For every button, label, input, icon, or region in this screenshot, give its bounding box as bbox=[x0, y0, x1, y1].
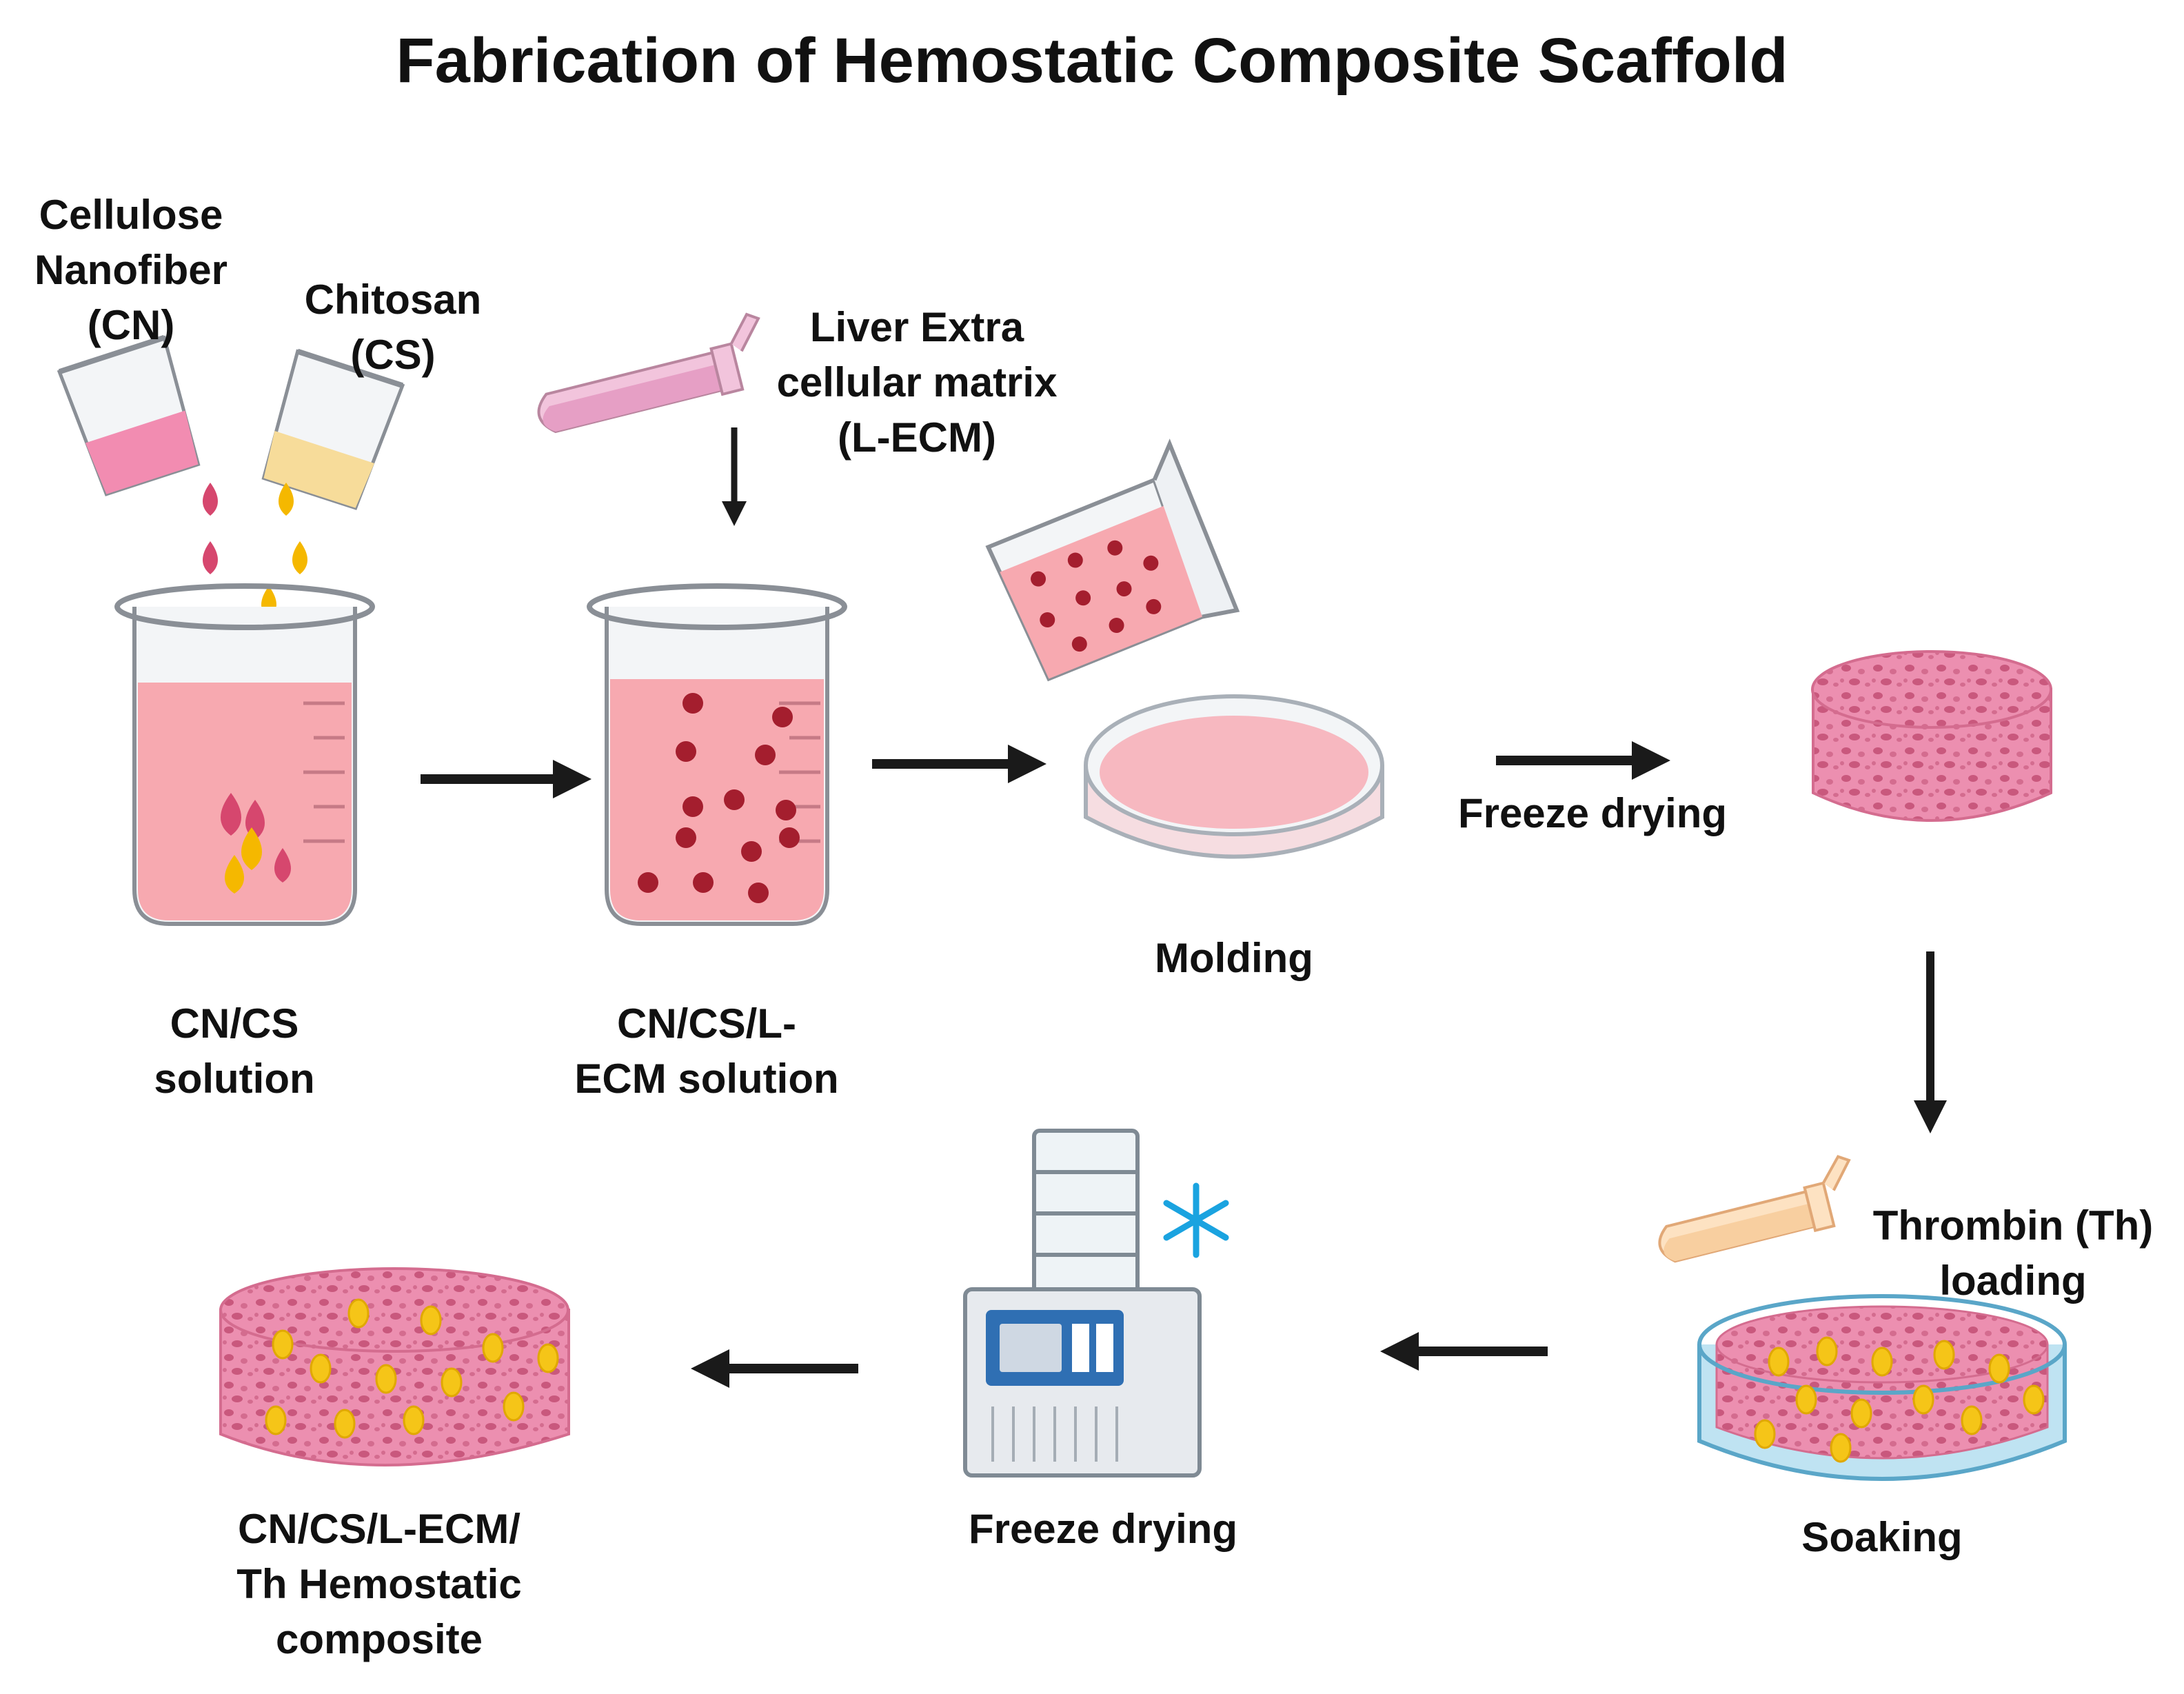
soaking-dish bbox=[1697, 1294, 2067, 1481]
label-freeze-drying-1: Freeze drying bbox=[1457, 790, 1728, 836]
label-cellulose-nanofiber: Cellulose Nanofiber (CN) bbox=[34, 192, 228, 348]
label-freeze-drying-2: Freeze drying bbox=[968, 1506, 1238, 1552]
lecm-tube bbox=[537, 312, 760, 434]
cn-pouring-beaker bbox=[57, 334, 201, 496]
diagram-title: Fabrication of Hemostatic Composite Scaf… bbox=[396, 26, 1788, 96]
label-soaking: Soaking bbox=[1801, 1514, 1963, 1560]
porous-scaffold bbox=[1811, 650, 2052, 822]
freeze-dryer bbox=[963, 1129, 1202, 1478]
label-cn-cs-lecm-solution: CN/CS/L- ECM solution bbox=[574, 1000, 839, 1102]
label-molding: Molding bbox=[1155, 935, 1313, 981]
label-thrombin-loading: Thrombin (Th) loading bbox=[1872, 1202, 2154, 1304]
pouring-lecm-beaker bbox=[985, 438, 1240, 682]
thrombin-tube bbox=[1658, 1155, 1851, 1263]
label-liver-ecm: Liver Extra cellular matrix (L-ECM) bbox=[776, 304, 1058, 461]
cs-pouring-beaker bbox=[261, 348, 405, 510]
final-composite-scaffold bbox=[219, 1267, 570, 1466]
snowflake-icon bbox=[1163, 1182, 1229, 1258]
cn-cs-beaker bbox=[114, 583, 375, 926]
cn-cs-lecm-beaker bbox=[587, 583, 847, 926]
label-final-composite: CN/CS/L-ECM/ Th Hemostatic composite bbox=[236, 1506, 522, 1662]
petri-dish bbox=[1084, 694, 1384, 859]
label-chitosan: Chitosan (CS) bbox=[304, 276, 482, 378]
label-cn-cs-solution: CN/CS solution bbox=[154, 1000, 315, 1102]
